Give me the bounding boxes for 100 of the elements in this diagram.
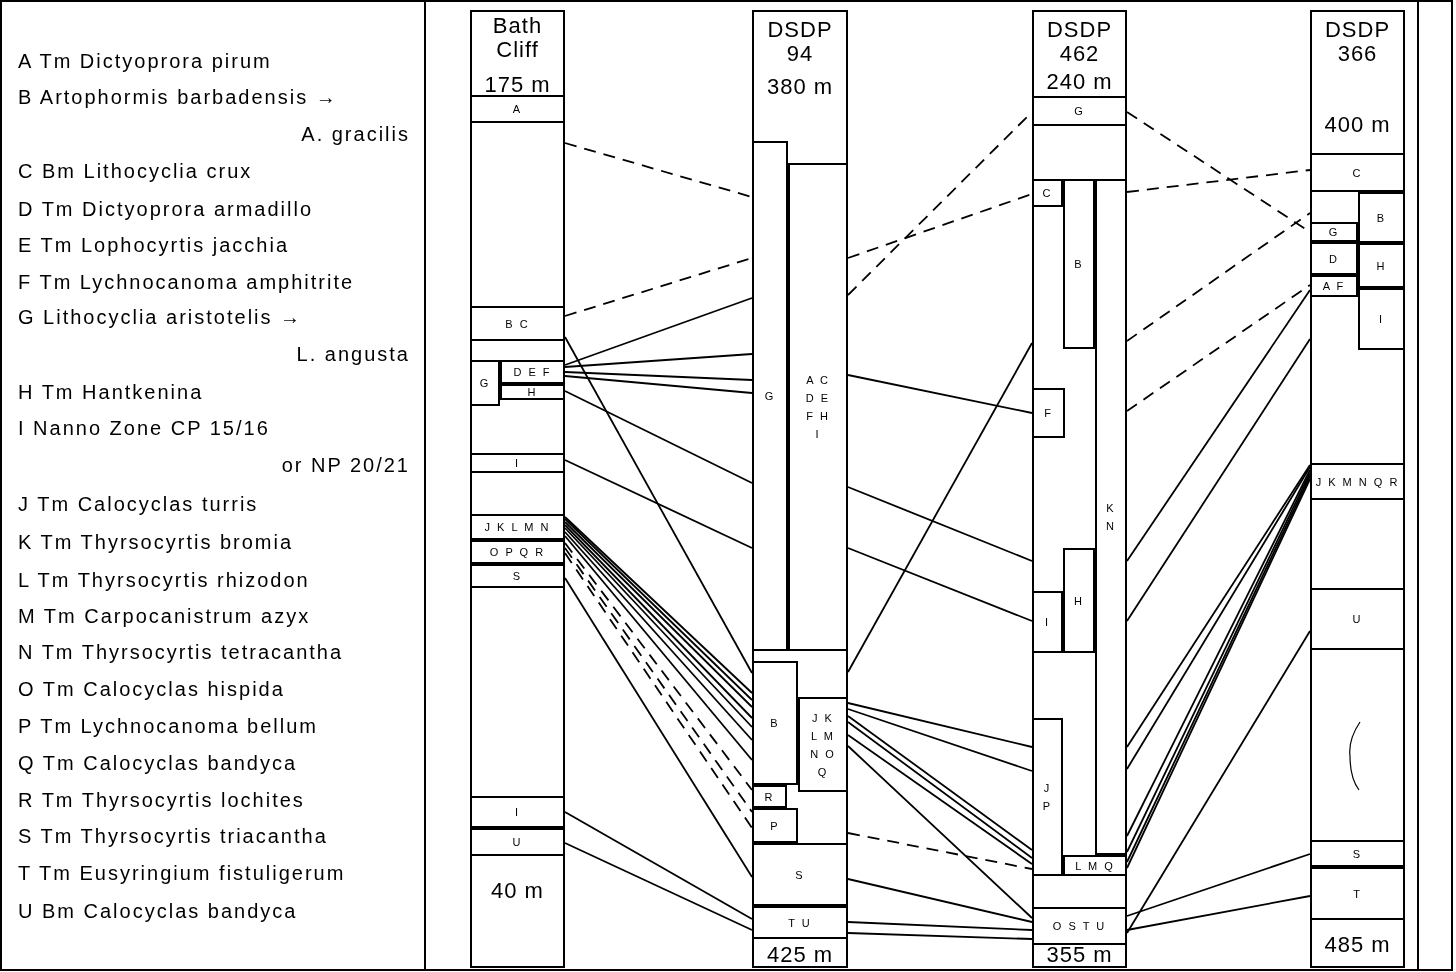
zone-box <box>1032 96 1127 126</box>
zone-box <box>470 514 565 540</box>
zone-label: A <box>512 102 523 117</box>
correlation-line <box>1126 338 1311 622</box>
zone-box <box>470 796 565 828</box>
correlation-line <box>564 390 753 484</box>
zone-box <box>1310 463 1405 500</box>
zone-label: B <box>1074 257 1084 272</box>
depth-label: 240 m <box>1046 69 1113 95</box>
zone-box <box>1358 243 1405 288</box>
zone-box <box>470 95 565 123</box>
zone-box <box>1358 288 1405 350</box>
zone-box <box>1063 179 1095 349</box>
correlation-line <box>847 921 1033 931</box>
correlation-line <box>847 374 1033 414</box>
zone-label: I <box>1044 615 1051 630</box>
correlation-line <box>847 342 1033 673</box>
taxon-label: L Tm Thyrsocyrtis rhizodon <box>18 568 311 593</box>
taxon-label: T Tm Eusyringium fistuligerum <box>18 861 347 886</box>
taxon-label: U Bm Calocyclas bandyca <box>18 899 299 924</box>
zone-label: G <box>764 389 776 404</box>
zone-label: F <box>1044 406 1053 421</box>
correlation-line <box>1126 289 1311 562</box>
stratigraphic-column <box>1310 10 1405 968</box>
taxon-label: O Tm Calocyclas hispida <box>18 677 286 702</box>
taxon-label: D Tm Dictyoprora armadillo <box>18 197 315 222</box>
zone-label: C <box>1352 165 1363 181</box>
zone-label: B <box>770 716 780 731</box>
taxon-label: M Tm Carpocanistrum azyx <box>18 604 312 629</box>
correlation-line <box>1126 284 1311 412</box>
zone-label: I <box>1378 312 1385 327</box>
zone-label: T U <box>788 915 812 931</box>
zone-label: J P <box>1041 781 1054 814</box>
zone-box <box>470 453 565 473</box>
zone-box <box>1310 222 1358 242</box>
column-title: DSDP 366 <box>1323 18 1392 66</box>
correlation-line <box>1126 630 1311 934</box>
zone-label: K N <box>1105 501 1117 534</box>
zone-box <box>470 828 565 856</box>
taxon-label: F Tm Lychnocanoma amphitrite <box>18 270 356 295</box>
zone-box <box>1358 192 1405 243</box>
zone-label: S <box>1352 846 1363 862</box>
taxon-label: K Tm Thyrsocyrtis bromia <box>18 530 295 555</box>
zone-label: U <box>1352 612 1363 627</box>
taxon-label: S Tm Thyrsocyrtis triacantha <box>18 824 329 849</box>
correlation-line <box>1126 169 1311 193</box>
depth-label: 485 m <box>1324 932 1391 958</box>
correlation-line <box>564 842 753 931</box>
zone-label: D E F <box>513 365 552 380</box>
taxon-label: J Tm Calocyclas turris <box>18 492 260 517</box>
correlation-line <box>564 336 753 674</box>
stratigraphic-column <box>752 10 848 968</box>
correlation-line <box>564 371 753 381</box>
zone-box <box>1063 855 1127 876</box>
zone-label: J K L M N O Q <box>809 710 837 780</box>
zone-box <box>752 906 848 939</box>
zone-box <box>798 697 848 792</box>
zone-label: C <box>1042 186 1053 201</box>
zone-label: S <box>795 867 805 883</box>
depth-label: 425 m <box>766 942 834 968</box>
taxon-label: H Tm Hantkenina <box>18 380 205 405</box>
taxon-label: I Nanno Zone CP 15/16 or NP 20/21 <box>18 416 410 478</box>
correlation-line <box>847 745 1033 919</box>
zone-box <box>500 360 565 384</box>
correlation-line <box>847 547 1033 622</box>
stratigraphic-column <box>1032 10 1127 968</box>
zone-box <box>752 141 788 651</box>
correlation-line <box>564 375 753 394</box>
zone-box <box>1032 388 1065 438</box>
column-title: DSDP 94 <box>766 18 834 66</box>
zone-box <box>1310 840 1405 867</box>
zone-label: L M Q <box>1075 858 1115 874</box>
zone-label: S <box>512 569 523 584</box>
zone-label: H <box>1074 593 1084 609</box>
zone-box <box>1310 275 1358 297</box>
zone-label: G <box>1074 104 1085 119</box>
zone-box <box>1032 718 1063 876</box>
taxon-label: N Tm Thyrsocyrtis tetracantha <box>18 640 345 665</box>
zone-label: G <box>1328 225 1340 240</box>
zone-label: B <box>1376 210 1387 226</box>
zone-label: B C <box>505 316 530 332</box>
taxon-label: B Artophormis barbadensis → A. gracilis <box>18 85 410 147</box>
zone-box <box>1310 242 1358 275</box>
zone-box <box>752 785 787 808</box>
correlation-line <box>1126 212 1311 342</box>
zone-label: U <box>512 835 523 850</box>
zone-label: J K L M N <box>484 520 551 535</box>
correlation-line <box>847 708 1033 772</box>
correlation-line <box>564 459 753 549</box>
zone-label: I <box>514 805 521 820</box>
taxon-label: A Tm Dictyoprora pirum <box>18 49 273 74</box>
taxon-label: R Tm Thyrsocyrtis lochites <box>18 788 306 813</box>
zone-box <box>752 843 848 906</box>
zone-label: G <box>479 376 491 391</box>
zone-box <box>1063 548 1095 653</box>
zone-label: A F <box>1322 279 1346 294</box>
correlation-line <box>847 932 1033 940</box>
depth-label: 175 m <box>484 72 551 98</box>
depth-label: 40 m <box>491 878 544 904</box>
correlation-line <box>847 878 1033 923</box>
